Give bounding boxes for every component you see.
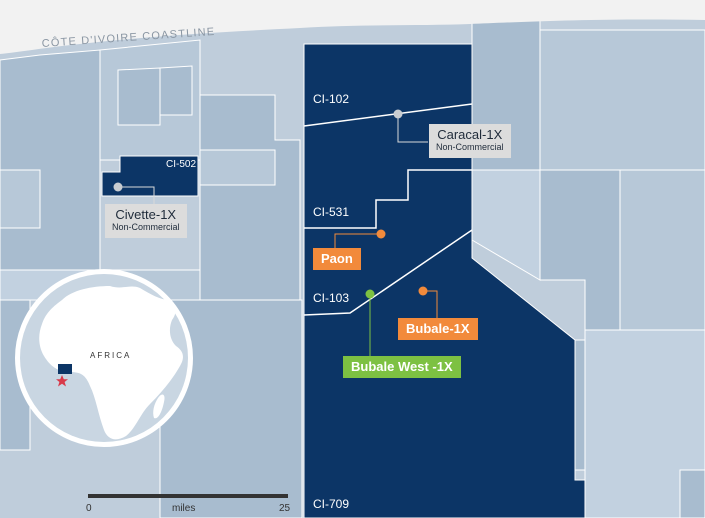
well-name-civette: Civette-1X bbox=[115, 207, 177, 222]
cote-divoire-highlight bbox=[58, 364, 72, 374]
block-right-b bbox=[619, 169, 705, 331]
block-label-ci-709: CI-709 bbox=[313, 497, 349, 511]
well-name-bubale-west: Bubale West -1X bbox=[351, 359, 453, 374]
well-callout-bubale-west[interactable]: Bubale West -1X bbox=[343, 356, 461, 379]
scale-bar bbox=[88, 494, 288, 498]
coastline-land bbox=[0, 0, 705, 54]
leader-caracal bbox=[397, 114, 428, 143]
well-status-caracal: Non-Commercial bbox=[436, 142, 504, 153]
well-callout-caracal[interactable]: Caracal-1X Non-Commercial bbox=[429, 124, 511, 159]
boundary-ci102-ci531 bbox=[303, 103, 473, 127]
block-label-ci-502: CI-502 bbox=[166, 159, 196, 170]
leader-civette bbox=[118, 186, 155, 205]
boundary-ci531-ci103 bbox=[304, 169, 472, 229]
well-marker-paon[interactable] bbox=[376, 229, 386, 239]
block-left-small bbox=[0, 169, 41, 229]
block-ci-709-area bbox=[303, 43, 586, 518]
boundary-ci103-ci709 bbox=[303, 229, 473, 316]
block-right-upper bbox=[539, 29, 705, 171]
well-marker-bubale[interactable] bbox=[418, 286, 428, 296]
well-name-caracal: Caracal-1X bbox=[437, 127, 503, 142]
well-marker-civette[interactable] bbox=[113, 182, 123, 192]
well-callout-paon[interactable]: Paon bbox=[313, 248, 361, 271]
madagascar-shape bbox=[153, 394, 165, 419]
well-name-bubale: Bubale-1X bbox=[406, 321, 470, 336]
block-right-corner bbox=[679, 469, 705, 518]
block-label-ci-102: CI-102 bbox=[313, 92, 349, 106]
leader-bubale bbox=[423, 290, 438, 318]
well-marker-caracal[interactable] bbox=[393, 109, 403, 119]
block-ci-502 bbox=[101, 155, 199, 197]
block-label-ci-103: CI-103 bbox=[313, 291, 349, 305]
block-mid-b bbox=[159, 65, 193, 116]
africa-label: AFRICA bbox=[90, 351, 131, 360]
well-name-paon: Paon bbox=[321, 251, 353, 266]
scale-start: 0 bbox=[86, 503, 92, 514]
block-left-upper bbox=[0, 49, 101, 271]
africa-inset: AFRICA bbox=[15, 269, 193, 447]
well-callout-bubale[interactable]: Bubale-1X bbox=[398, 318, 478, 341]
block-mid-a bbox=[117, 67, 161, 126]
scale-unit: miles bbox=[172, 503, 195, 514]
block-mid-small bbox=[199, 149, 276, 186]
well-callout-civette[interactable]: Civette-1X Non-Commercial bbox=[105, 204, 187, 239]
location-star-icon bbox=[56, 375, 68, 387]
block-bottom-left bbox=[159, 299, 303, 518]
leader-paon bbox=[334, 233, 381, 248]
block-label-ci-531: CI-531 bbox=[313, 205, 349, 219]
well-status-civette: Non-Commercial bbox=[112, 222, 180, 233]
scale-end: 25 bbox=[279, 503, 291, 514]
africa-continent-shape bbox=[39, 286, 183, 440]
well-marker-bubale-west[interactable] bbox=[365, 289, 375, 299]
